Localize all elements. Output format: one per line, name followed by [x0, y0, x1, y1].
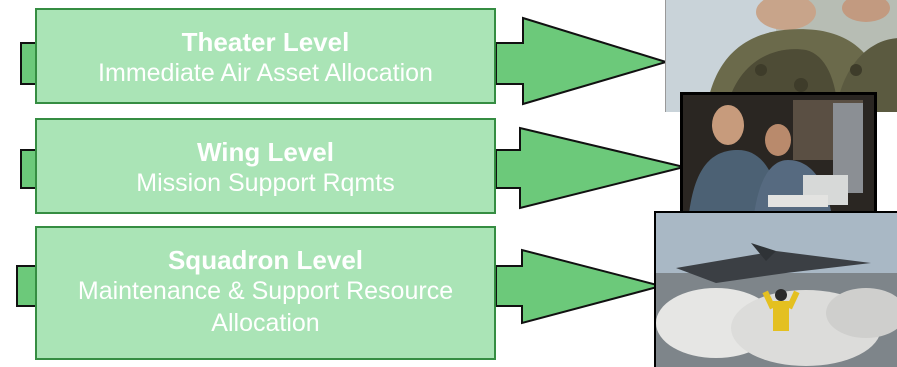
wing-level-title: Wing Level	[196, 137, 334, 167]
theater-level-title: Theater Level	[181, 27, 350, 57]
airmen-illustration	[683, 95, 874, 223]
squadron-level-box: Squadron Level Maintenance & Support Res…	[35, 226, 496, 360]
theater-level-description: Immediate Air Asset Allocation	[98, 59, 433, 87]
left-connectors	[16, 42, 35, 307]
airmen-computer-photo	[680, 92, 877, 226]
jet-launch-illustration	[656, 213, 897, 367]
wing-level-box: Wing Level Mission Support Rqmts	[35, 118, 496, 214]
left-connector-wing	[20, 149, 35, 189]
squadron-level-title: Squadron Level	[167, 245, 364, 275]
jet-carrier-launch-photo	[654, 211, 897, 367]
wing-level-description: Mission Support Rqmts	[136, 169, 395, 197]
arrow-squadron	[495, 248, 665, 325]
squadron-level-description: Maintenance & Support Resource Allocatio…	[77, 277, 454, 337]
theater-level-box: Theater Level Immediate Air Asset Alloca…	[35, 8, 496, 104]
left-connector-theater	[20, 42, 35, 85]
arrow-wing	[495, 126, 685, 210]
left-connector-squadron	[16, 265, 35, 307]
right-arrows	[495, 16, 685, 325]
arrow-theater	[495, 16, 670, 106]
